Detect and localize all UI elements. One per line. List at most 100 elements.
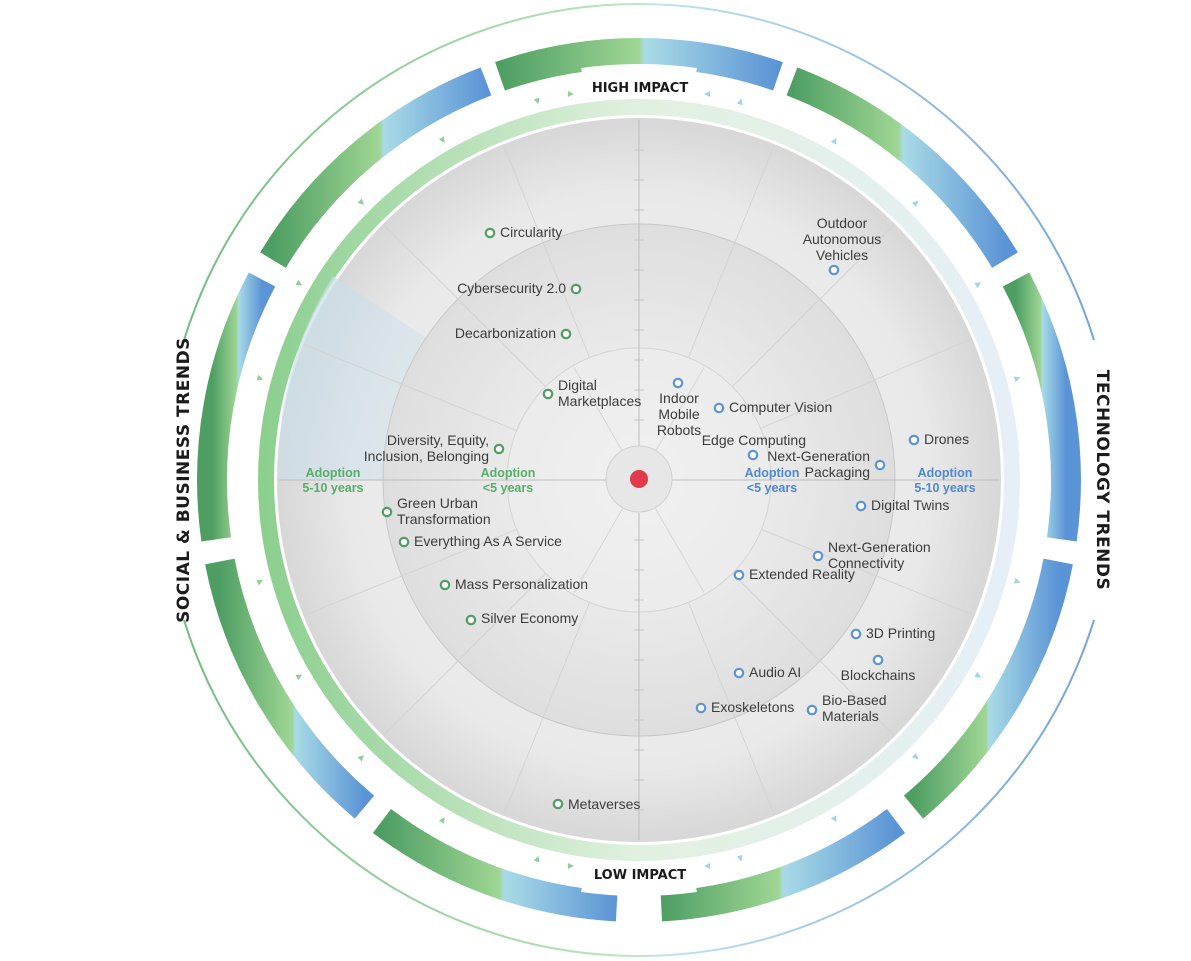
ring-arrow (567, 863, 574, 869)
ring-segment (1002, 272, 1081, 542)
ring-arrow (533, 855, 540, 863)
trend-technology-item[interactable]: Exoskeletons (695, 699, 794, 715)
radial-line (382, 572, 547, 737)
trend-marker-social[interactable] (493, 443, 505, 455)
ring-segment (903, 558, 1073, 819)
trend-technology-item[interactable]: 3D Printing (850, 625, 935, 641)
radial-lines (303, 144, 975, 816)
ring-segment (372, 808, 618, 922)
trend-marker-social[interactable] (381, 506, 393, 518)
ring-arrow (256, 579, 264, 586)
trend-marker-technology[interactable] (850, 628, 862, 640)
trend-social-item[interactable]: Diversity, Equity,Inclusion, Belonging (364, 432, 505, 464)
trend-label: Audio AI (749, 664, 801, 680)
trend-label: Computer Vision (729, 399, 832, 415)
low-impact-gap (581, 868, 697, 896)
trend-marker-social[interactable] (560, 328, 572, 340)
trend-marker-social[interactable] (484, 227, 496, 239)
trend-social-item[interactable]: Mass Personalization (439, 576, 588, 592)
trend-marker-social[interactable] (465, 614, 477, 626)
trend-marker-technology[interactable] (695, 702, 707, 714)
trend-marker-technology[interactable] (855, 500, 867, 512)
cross-axes (279, 120, 999, 840)
trend-technology-item[interactable]: Blockchains (841, 654, 916, 683)
trend-marker-social[interactable] (439, 579, 451, 591)
trend-label: Diversity, Equity,Inclusion, Belonging (364, 432, 489, 464)
trend-marker-technology[interactable] (812, 550, 824, 562)
trend-marker-social[interactable] (398, 536, 410, 548)
trend-label: Silver Economy (481, 610, 578, 626)
radial-line (731, 572, 896, 737)
trend-marker-social[interactable] (570, 283, 582, 295)
ring-arrow (1013, 376, 1021, 383)
adoption-label-left-outer: 5-10 years (302, 481, 363, 495)
trend-social-item[interactable]: Everything As A Service (398, 533, 562, 549)
radial-line (761, 528, 975, 617)
inner-radial-line (573, 508, 623, 593)
ring-arrows (256, 91, 1021, 869)
ring-arrow (256, 374, 264, 381)
trend-technology-item[interactable]: Audio AI (733, 664, 801, 680)
trend-social-item[interactable]: Decarbonization (455, 325, 572, 341)
trend-marker-technology[interactable] (872, 654, 884, 666)
ring-segment (495, 38, 783, 91)
inner-radial-line (655, 367, 705, 452)
trend-label: Exoskeletons (711, 699, 794, 715)
trend-marker-technology[interactable] (672, 377, 684, 389)
trend-technology-item[interactable]: Extended Reality (733, 566, 855, 582)
ring-segment (786, 67, 1018, 268)
trend-marker-technology[interactable] (713, 402, 725, 414)
radial-line (303, 528, 517, 617)
outer-gradient-ring (197, 38, 1081, 922)
inner-radial-line (655, 508, 705, 593)
radial-line (502, 602, 591, 816)
adoption-label-left-inner: Adoption (481, 466, 536, 480)
radial-line (303, 343, 517, 432)
trend-social-item[interactable]: Silver Economy (465, 610, 578, 626)
trend-marker-technology[interactable] (733, 667, 745, 679)
trend-label: Drones (924, 431, 969, 447)
ring-arrow (295, 674, 303, 681)
radial-line (760, 338, 973, 429)
trend-marker-social[interactable] (542, 388, 554, 400)
trend-marker-technology[interactable] (828, 264, 840, 276)
trend-technology-item[interactable]: Drones (908, 431, 969, 447)
trend-marker-technology[interactable] (908, 434, 920, 446)
trend-marker-technology[interactable] (747, 449, 759, 461)
ring-segment (660, 808, 906, 922)
ring-arrow (974, 671, 982, 678)
trend-label: Edge Computing (702, 432, 806, 448)
trend-marker-technology[interactable] (733, 569, 745, 581)
trend-label: Cybersecurity 2.0 (457, 280, 566, 296)
trend-social-item[interactable]: Cybersecurity 2.0 (457, 280, 582, 296)
trend-social-item[interactable]: Metaverses (552, 796, 641, 812)
trend-marker-technology[interactable] (874, 459, 886, 471)
trend-label: Digital Twins (871, 497, 949, 513)
trend-technology-item[interactable]: Digital Twins (855, 497, 950, 513)
trend-marker-social[interactable] (552, 798, 564, 810)
ring-segment (197, 272, 276, 542)
trend-label: Extended Reality (749, 566, 855, 582)
center-dot (630, 470, 648, 488)
trend-social-item[interactable]: Circularity (484, 224, 562, 240)
trend-technology-item[interactable]: Computer Vision (713, 399, 832, 415)
high-impact-gap (581, 64, 697, 92)
trend-label: Mass Personalization (455, 576, 588, 592)
low-impact-label: LOW IMPACT (594, 868, 686, 883)
inner-radial-line (573, 367, 623, 452)
trend-marker-technology[interactable] (806, 704, 818, 716)
trend-technology-item[interactable]: Edge Computing (702, 432, 806, 461)
